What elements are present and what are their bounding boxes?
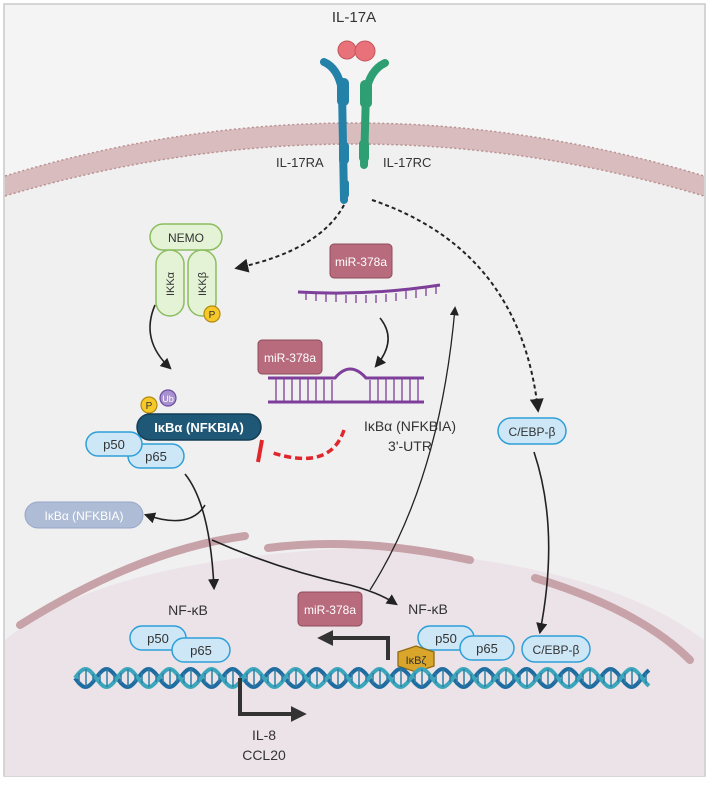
mirna-bound-strand [268, 367, 424, 380]
target-gene-1: IL-8 [252, 727, 276, 743]
ikka-subunit [155, 249, 185, 317]
arrow-nucleus-to-mirna [369, 306, 459, 591]
dna-rungs [78, 669, 647, 687]
arrow-mirna-binding [374, 317, 389, 368]
arrow-nfkb-to-nucleus [184, 473, 220, 591]
nemo-ikk-complex: NEMO IKKα IKKβ P [149, 223, 223, 323]
nfkb-right-p65-pill [459, 635, 515, 661]
mirna-top-label: miR-378a [335, 255, 387, 269]
nuclear-envelope-middle [264, 540, 474, 564]
ikba-p50-label: p50 [103, 437, 125, 452]
ikba-p65-label: p65 [145, 449, 167, 464]
mirna-bases [305, 286, 437, 303]
ikba-nfkb-complex: P Ub IκBα (NFKBIA) p65 p50 [85, 389, 262, 469]
dna-helix [73, 666, 651, 690]
cebp-cytoplasm-pill [497, 417, 567, 445]
receptor-rc-label: IL-17RC [383, 155, 431, 170]
nuclear-envelope-left [16, 532, 249, 629]
utr-label-line1: IκBα (NFKBIA) [364, 418, 456, 434]
nuclear-envelope-right [531, 574, 694, 664]
arrow-transcribe-mirna [317, 630, 390, 660]
nfkb-left-p65-label: p65 [190, 643, 212, 658]
nfkb-left-p65-pill [171, 637, 231, 663]
inhibition-bar [256, 439, 264, 463]
mirna-nuclear-box [297, 591, 363, 627]
ikba-bound-label: IκBα (NFKBIA) [154, 420, 244, 435]
utr-base-pairs [275, 378, 419, 402]
free-ikba-label: IκBα (NFKBIA) [45, 509, 124, 523]
mirna-top-box [329, 243, 393, 279]
nfkb-right-title: NF-κB [408, 601, 448, 617]
utr-label-line2: 3'-UTR [388, 438, 432, 454]
nucleus [5, 548, 704, 776]
arrow-gene-transcription [238, 678, 307, 722]
ligand-label: IL-17A [332, 9, 376, 26]
nemo-subunit [149, 223, 223, 251]
ikba-bound-pill [136, 413, 262, 441]
nfkb-left-title: NF-κB [168, 602, 208, 618]
target-gene-2: CCL20 [242, 747, 286, 763]
arrow-receptor-to-cebp [371, 199, 544, 413]
ikkb-label: IKKβ [197, 272, 209, 296]
phospho-label-ikk: P [209, 310, 216, 321]
cebp-cytoplasm-label: C/EBP-β [509, 425, 556, 439]
ikbz-label: IκBζ [406, 655, 427, 667]
ikkb-subunit [187, 249, 217, 317]
ikba-p50-pill [85, 431, 143, 457]
free-ikba-pill [24, 501, 144, 529]
mirna-strand [297, 283, 441, 295]
receptor-il17rc [359, 59, 389, 169]
phospho-badge-ikba [140, 396, 158, 414]
nfkb-right-p50-label: p50 [435, 631, 457, 646]
cebp-nucleus-pill [521, 635, 591, 663]
ligand-sphere-left [337, 40, 357, 60]
nfkb-right-p65-label: p65 [476, 641, 498, 656]
ligand-sphere-right [354, 40, 376, 62]
phospho-badge-ikk [203, 305, 221, 323]
nemo-label: NEMO [168, 231, 204, 245]
receptor-ra-label: IL-17RA [276, 155, 324, 170]
arrow-to-right-nfkb [211, 539, 398, 606]
ikbz-hexagon [397, 645, 435, 673]
cebp-nucleus-label: C/EBP-β [533, 643, 580, 657]
ikka-label: IKKα [165, 271, 177, 296]
receptor-il17ra [320, 58, 349, 204]
phospho-label-ikba: P [146, 401, 153, 412]
arrow-release-ikba [143, 504, 206, 524]
mirna-bound-label: miR-378a [264, 351, 316, 365]
cell-membrane [5, 123, 704, 196]
ubiquitin-label: Ub [162, 394, 174, 404]
inhibition-line [269, 429, 346, 461]
ubiquitin-badge [159, 389, 177, 407]
nfkb-left-p50-label: p50 [147, 631, 169, 646]
arrow-cebp-to-nucleus [533, 451, 550, 635]
mirna-nuclear-label: miR-378a [304, 603, 356, 617]
mirna-bound-box [257, 339, 323, 375]
arrow-ikk-to-ikba [149, 304, 172, 370]
